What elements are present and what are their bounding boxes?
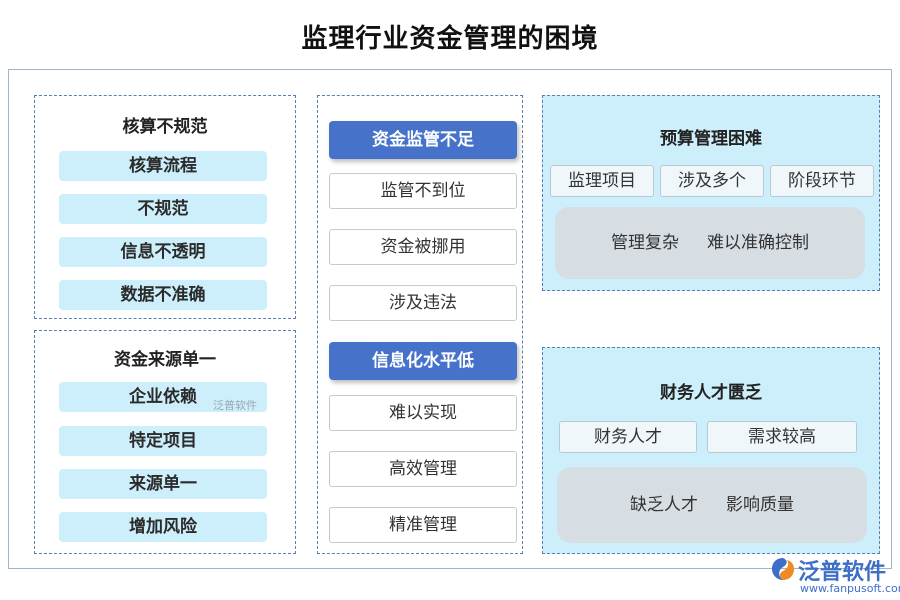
note-text: 难以准确控制	[707, 233, 809, 253]
diagram-frame	[8, 69, 892, 569]
list-item: 企业依赖	[59, 382, 267, 412]
list-item: 监管不到位	[329, 173, 517, 209]
note-text: 缺乏人才	[630, 495, 698, 515]
list-item: 信息不透明	[59, 237, 267, 267]
group-header: 资金监管不足	[329, 121, 517, 159]
panel-funding-source: 资金来源单一 企业依赖 特定项目 来源单一 增加风险 泛普软件	[34, 330, 296, 554]
list-item: 来源单一	[59, 469, 267, 499]
list-item: 不规范	[59, 194, 267, 224]
list-item: 涉及违法	[329, 285, 517, 321]
list-item: 资金被挪用	[329, 229, 517, 265]
list-item: 特定项目	[59, 426, 267, 456]
note-box: 缺乏人才 影响质量	[557, 467, 867, 543]
tag: 阶段环节	[770, 165, 874, 197]
tag: 涉及多个	[660, 165, 764, 197]
brand-logo: 泛普软件 www.fanpusoft.com	[770, 554, 900, 598]
panel-accounting: 核算不规范 核算流程 不规范 信息不透明 数据不准确	[34, 95, 296, 319]
list-item: 增加风险	[59, 512, 267, 542]
note-text: 影响质量	[726, 495, 794, 515]
panel-title: 核算不规范	[122, 117, 208, 137]
list-item: 精准管理	[329, 507, 517, 543]
panel-talent: 财务人才匮乏 财务人才 需求较高 缺乏人才 影响质量	[542, 347, 880, 554]
panel-middle: 资金监管不足 监管不到位 资金被挪用 涉及违法 信息化水平低 难以实现 高效管理…	[317, 95, 523, 554]
panel-budget: 预算管理困难 监理项目 涉及多个 阶段环节 管理复杂 难以准确控制	[542, 95, 880, 291]
watermark: 泛普软件	[213, 399, 257, 412]
logo-url: www.fanpusoft.com	[800, 582, 900, 595]
page-title: 监理行业资金管理的困境	[301, 24, 599, 54]
list-item: 数据不准确	[59, 280, 267, 310]
tag: 需求较高	[707, 421, 857, 453]
note-text: 管理复杂	[611, 233, 679, 253]
list-item: 难以实现	[329, 395, 517, 431]
panel-title: 资金来源单一	[114, 350, 216, 370]
tag: 财务人才	[559, 421, 697, 453]
panel-title: 财务人才匮乏	[660, 383, 762, 403]
logo-name: 泛普软件	[798, 560, 887, 585]
tag: 监理项目	[550, 165, 654, 197]
note-box: 管理复杂 难以准确控制	[555, 207, 865, 279]
list-item: 高效管理	[329, 451, 517, 487]
logo-icon	[772, 558, 794, 580]
group-header: 信息化水平低	[329, 342, 517, 380]
list-item: 核算流程	[59, 151, 267, 181]
panel-title: 预算管理困难	[660, 129, 762, 149]
